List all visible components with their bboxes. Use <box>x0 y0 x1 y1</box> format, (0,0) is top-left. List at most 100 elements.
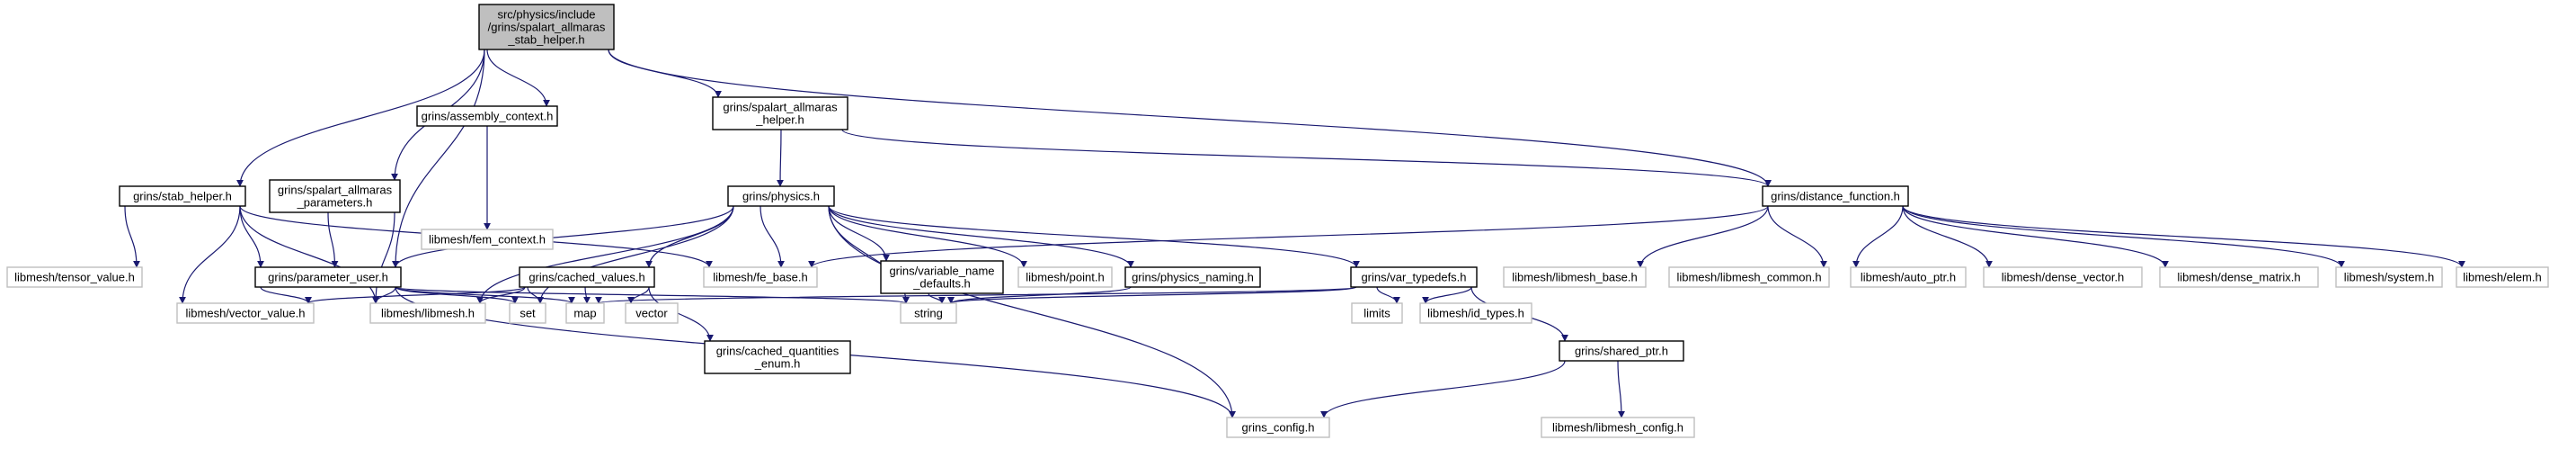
node-label: libmesh/point.h <box>1026 271 1104 284</box>
edge-parameter-user-to-vector-value <box>260 286 312 304</box>
node-physics-naming[interactable]: grins/physics_naming.h <box>1124 266 1261 288</box>
node-label: map <box>573 307 596 320</box>
node-libmesh-config: libmesh/libmesh_config.h <box>1541 417 1695 438</box>
edge-sa-params-to-parameter-user <box>327 211 339 268</box>
node-box <box>421 229 554 250</box>
node-libmesh: libmesh/libmesh.h <box>369 302 486 324</box>
edge-distance-function-to-auto-ptr <box>1852 205 1904 268</box>
node-label: libmesh/libmesh_config.h <box>1552 421 1683 435</box>
node-dense-vector: libmesh/dense_vector.h <box>1983 266 2143 288</box>
node-box <box>1226 417 1330 438</box>
node-fe-base: libmesh/fe_base.h <box>703 266 818 288</box>
node-layer: src/physics/include/grins/spalart_allmar… <box>6 4 2549 438</box>
node-box <box>1351 302 1403 324</box>
node-assembly-context[interactable]: grins/assembly_context.h <box>416 105 558 127</box>
edge-var-typedefs-to-limits <box>1376 286 1400 304</box>
node-sa-params[interactable]: grins/spalart_allmaras_parameters.h <box>269 179 401 213</box>
node-box <box>1983 266 2143 288</box>
node-libmesh-common: libmesh/libmesh_common.h <box>1668 266 1830 288</box>
node-box <box>6 266 143 288</box>
edge-distance-function-to-elem <box>1902 205 2465 268</box>
node-shared-ptr[interactable]: grins/shared_ptr.h <box>1559 340 1684 362</box>
node-label: grins/cached_quantities <box>716 345 839 358</box>
edge-var-typedefs-to-id-types <box>1422 286 1472 304</box>
node-stab-helper[interactable]: grins/stab_helper.h <box>119 185 246 207</box>
node-label: set <box>520 307 536 320</box>
node-point: libmesh/point.h <box>1017 266 1113 288</box>
node-label: src/physics/include <box>497 8 595 22</box>
node-id-types: libmesh/id_types.h <box>1419 302 1532 324</box>
node-vector: vector <box>625 302 679 324</box>
node-box <box>1541 417 1695 438</box>
node-box <box>269 179 401 213</box>
edge-physics-to-grins-config <box>828 205 1236 418</box>
node-system: libmesh/system.h <box>2335 266 2443 288</box>
node-label: libmesh/elem.h <box>2463 271 2541 284</box>
node-label: grins/var_typedefs.h <box>1361 271 1466 284</box>
node-label: libmesh/auto_ptr.h <box>1861 271 1956 284</box>
node-box <box>625 302 679 324</box>
node-label: libmesh/fe_base.h <box>713 271 808 284</box>
node-box <box>478 4 615 50</box>
node-box <box>1124 266 1261 288</box>
node-distance-function[interactable]: grins/distance_function.h <box>1762 185 1909 207</box>
node-box <box>369 302 486 324</box>
node-box <box>2456 266 2549 288</box>
edge-distance-function-to-libmesh-base <box>1637 205 1769 268</box>
node-sa-helper[interactable]: grins/spalart_allmaras_helper.h <box>712 96 848 130</box>
edge-sa-helper-to-physics <box>777 129 785 187</box>
node-var-typedefs[interactable]: grins/var_typedefs.h <box>1350 266 1478 288</box>
node-grins-config: grins_config.h <box>1226 417 1330 438</box>
node-box <box>2159 266 2319 288</box>
node-box <box>1503 266 1647 288</box>
edge-stab-helper-to-vector-value <box>179 205 241 304</box>
edge-physics-to-libmesh <box>476 205 734 304</box>
node-box <box>1350 266 1478 288</box>
node-tensor-value: libmesh/tensor_value.h <box>6 266 143 288</box>
node-map: map <box>565 302 605 324</box>
node-box <box>1850 266 1967 288</box>
node-label: _parameters.h <box>297 196 373 210</box>
node-box <box>1419 302 1532 324</box>
edge-shared-ptr-to-libmesh-config <box>1617 360 1625 418</box>
node-limits: limits <box>1351 302 1403 324</box>
node-label: grins/physics.h <box>742 190 820 203</box>
edge-cached-values-to-libmesh <box>476 286 526 304</box>
node-label: libmesh/system.h <box>2344 271 2434 284</box>
edge-physics-to-var-typedefs <box>828 205 1360 268</box>
node-box <box>900 302 957 324</box>
node-box <box>727 185 835 207</box>
edge-variable-name-defaults-to-string <box>928 292 946 304</box>
edge-shared-ptr-to-grins-config <box>1320 360 1566 418</box>
node-physics[interactable]: grins/physics.h <box>727 185 835 207</box>
node-label: libmesh/fem_context.h <box>429 233 546 247</box>
node-auto-ptr: libmesh/auto_ptr.h <box>1850 266 1967 288</box>
edge-distance-function-to-dense-vector <box>1902 205 1993 268</box>
node-label: grins/stab_helper.h <box>133 190 232 203</box>
node-box <box>2335 266 2443 288</box>
node-label: libmesh/dense_vector.h <box>2002 271 2125 284</box>
node-root[interactable]: src/physics/include/grins/spalart_allmar… <box>478 4 615 50</box>
edge-var-typedefs-to-string <box>947 286 1357 304</box>
node-label: vector <box>635 307 668 320</box>
edge-physics-to-physics-naming <box>828 205 1134 268</box>
node-label: libmesh/libmesh.h <box>381 307 475 320</box>
edge-distance-function-to-system <box>1902 205 2345 268</box>
node-elem: libmesh/elem.h <box>2456 266 2549 288</box>
node-fem-context: libmesh/fem_context.h <box>421 229 554 250</box>
node-cached-quantities-enum[interactable]: grins/cached_quantities_enum.h <box>704 340 851 374</box>
node-variable-name-defaults[interactable]: grins/variable_name_defaults.h <box>880 260 1004 294</box>
edge-physics-to-fe-base <box>759 205 785 268</box>
edge-root-to-parameter-user <box>392 49 485 268</box>
node-label: grins/cached_values.h <box>529 271 644 284</box>
node-parameter-user[interactable]: grins/parameter_user.h <box>254 266 402 288</box>
node-label: libmesh/dense_matrix.h <box>2177 271 2300 284</box>
node-cached-values[interactable]: grins/cached_values.h <box>519 266 655 288</box>
node-box <box>703 266 818 288</box>
node-label: grins_config.h <box>1242 421 1315 435</box>
node-label: grins/distance_function.h <box>1771 190 1900 203</box>
node-label: libmesh/vector_value.h <box>186 307 306 320</box>
node-box <box>1017 266 1113 288</box>
node-label: grins/spalart_allmaras <box>278 184 393 197</box>
